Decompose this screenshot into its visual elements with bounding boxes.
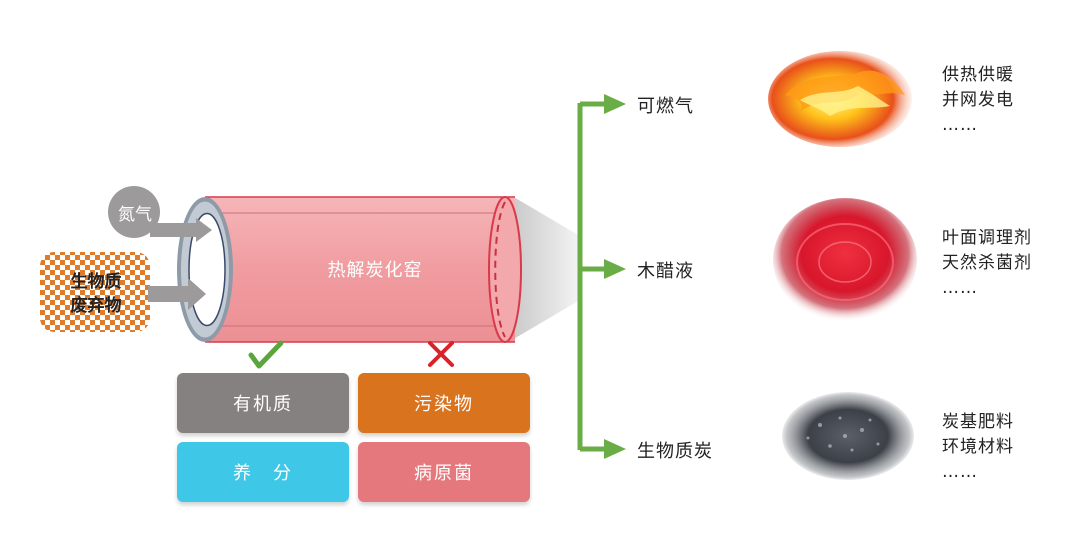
check-icon (251, 343, 281, 366)
gas-use-1: 供热供暖 (942, 63, 1014, 88)
output-gas-label: 可燃气 (637, 92, 694, 118)
cross-icon (430, 343, 452, 365)
biomass-label-line1: 生物质 (48, 270, 144, 294)
arrow-char (604, 439, 626, 459)
output-vinegar-label: 木醋液 (637, 257, 694, 283)
gas-use-2: 并网发电 (942, 88, 1014, 113)
retained-organic-box: 有机质 (177, 373, 349, 433)
arrow-gas (604, 94, 626, 114)
char-use-more: …… (942, 460, 1014, 485)
biochar-image (782, 392, 914, 480)
branch-connector (580, 103, 608, 450)
biomass-label-line2: 废弃物 (48, 294, 144, 318)
retained-nutrient-box: 养 分 (177, 442, 349, 502)
removed-pathogen-box: 病原菌 (358, 442, 530, 502)
gas-use-more: …… (942, 113, 1014, 138)
gas-uses: 供热供暖 并网发电 …… (942, 63, 1014, 138)
kiln-label: 热解炭化窑 (300, 256, 450, 282)
removed-pollutant-box: 污染物 (358, 373, 530, 433)
vinegar-use-1: 叶面调理剂 (942, 226, 1032, 251)
char-use-2: 环境材料 (942, 435, 1014, 460)
char-use-1: 炭基肥料 (942, 410, 1014, 435)
vinegar-image (773, 198, 917, 322)
fire-image (768, 51, 912, 147)
arrow-vinegar (604, 259, 626, 279)
vinegar-use-more: …… (942, 276, 1032, 301)
char-uses: 炭基肥料 环境材料 …… (942, 410, 1014, 485)
biomass-label: 生物质 废弃物 (48, 270, 144, 318)
nitrogen-label: 氮气 (112, 200, 158, 225)
vinegar-uses: 叶面调理剂 天然杀菌剂 …… (942, 226, 1032, 301)
outlet-cone (512, 196, 580, 340)
output-char-label: 生物质炭 (637, 437, 713, 463)
vinegar-use-2: 天然杀菌剂 (942, 251, 1032, 276)
